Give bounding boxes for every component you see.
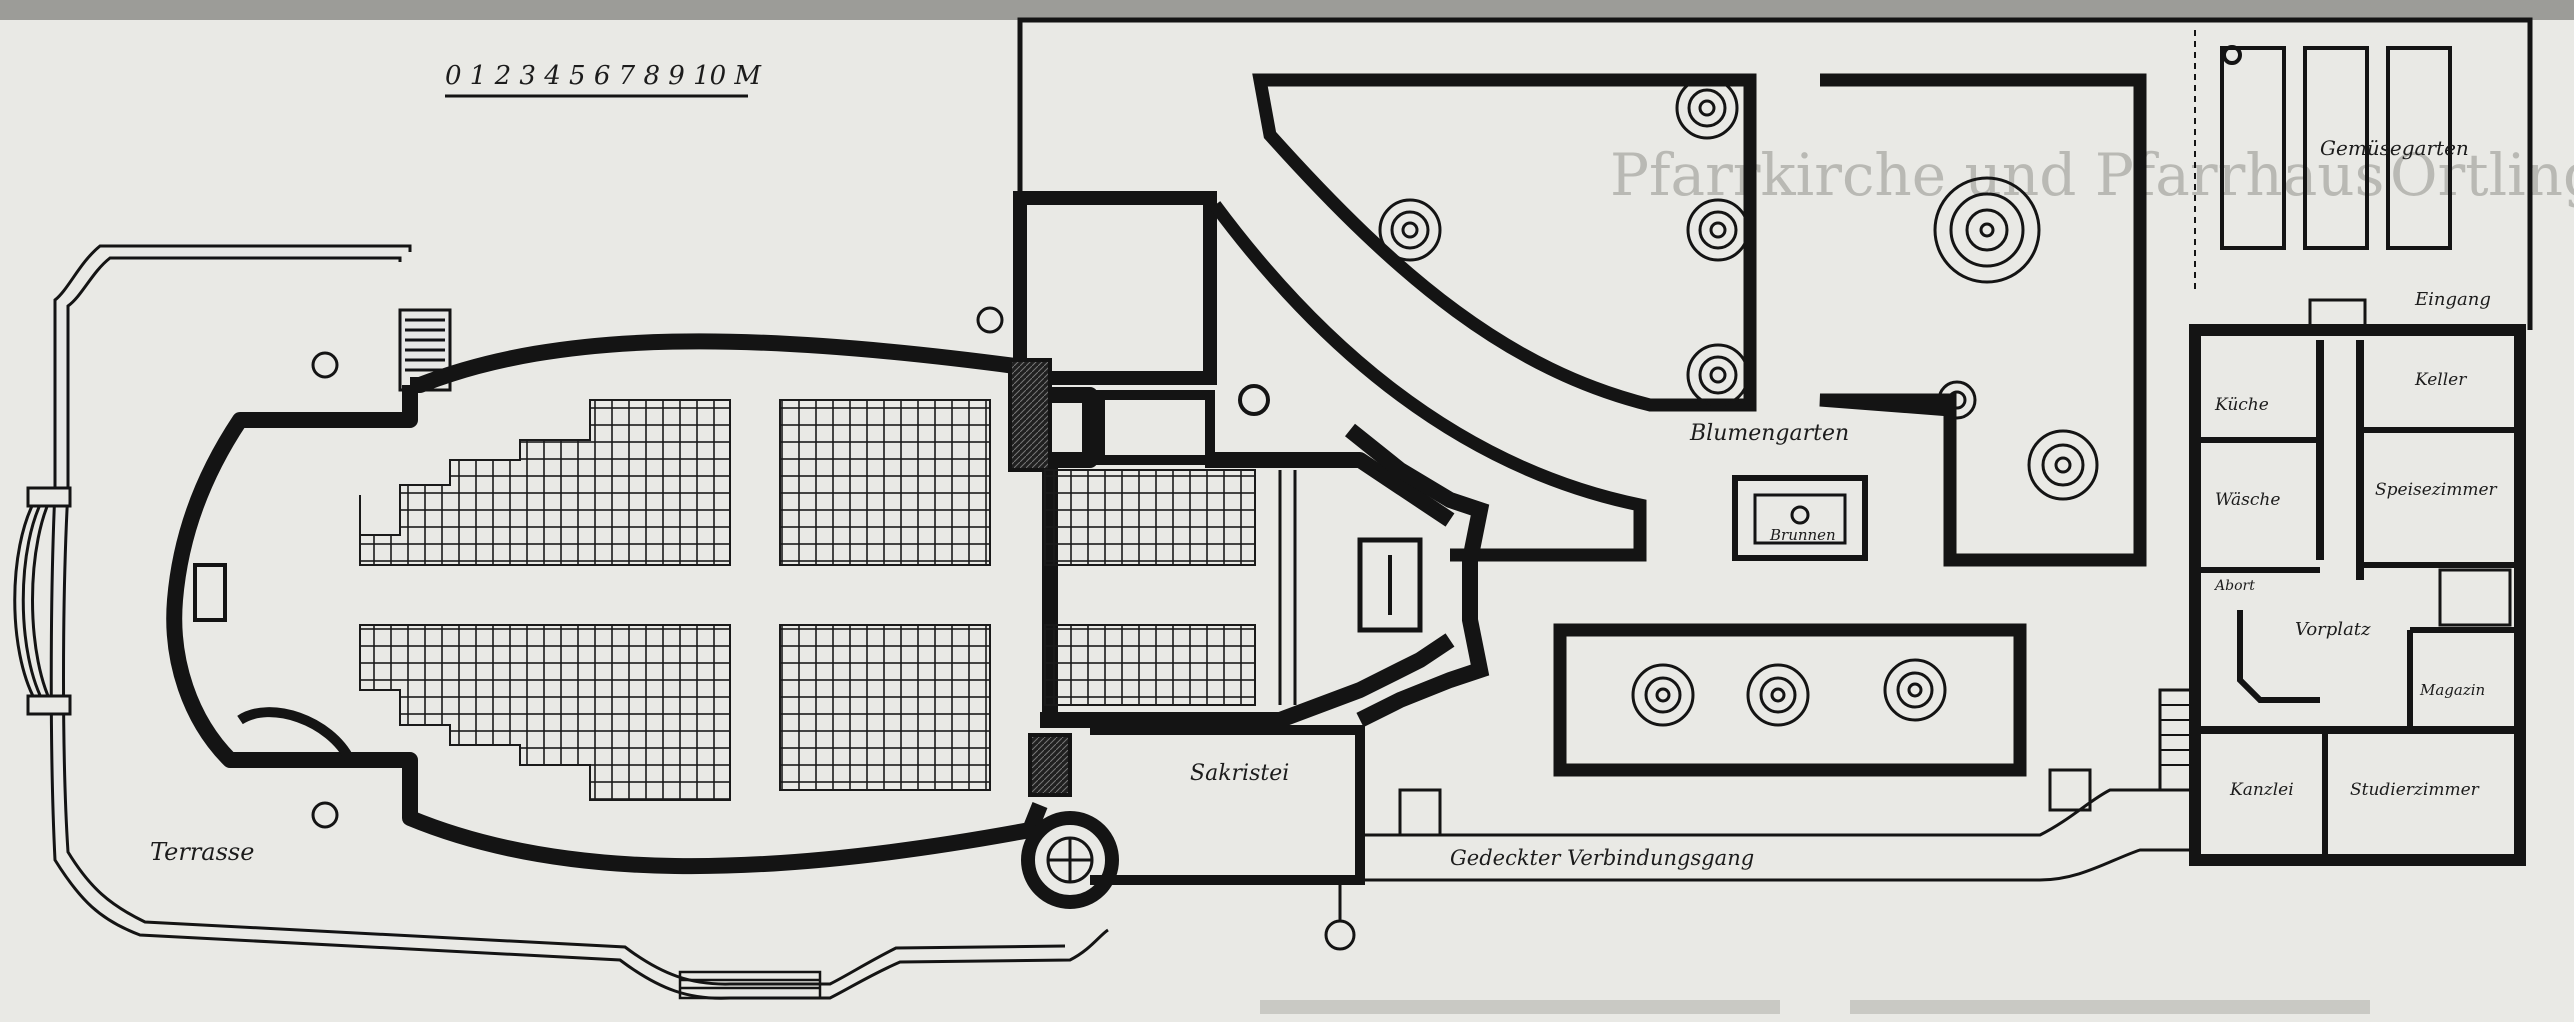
study-label: Studierzimmer [2350,780,2480,800]
bleed-through-bar [1260,1000,1780,1014]
pew-block-upper-left [359,399,731,566]
church-nave-walls [166,333,1455,875]
entrance-label: Eingang [2414,289,2491,310]
fountain: Brunnen [1732,475,1868,561]
storage-label: Magazin [2419,681,2485,699]
shrub [1933,176,2041,284]
kitchen-label: Küche [2214,395,2269,415]
bleed-through-bar [1850,1000,2370,1014]
pew-block-lower-middle [779,624,991,791]
shrub [1631,663,1695,727]
shrubs [1378,76,2099,727]
covered-corridor: Gedeckter Verbindungsgang [1324,768,2200,951]
flower-garden-label: Blumengarten [1689,421,1849,446]
rectory [2158,298,2526,866]
office-label: Kanzlei [2229,780,2294,800]
dining-room-label: Speisezimmer [2375,480,2498,500]
pew-block-lower-right [1044,624,1256,706]
fountain-label: Brunnen [1769,526,1836,544]
bleed-through-title: Pfarrkirche und Pfarrhaus [1610,141,2384,209]
vestibule-label: Vorplatz [2295,619,2371,640]
shrub [1378,198,1442,262]
bleed-through-right: Ortling [2390,141,2574,209]
choir-apse [1345,423,1490,728]
scale-bar: 0 1 2 3 4 5 6 7 8 9 10 M [445,61,762,98]
pews [359,399,1297,801]
garden-enclosure [1017,17,2533,330]
sacristy: Sakristei [1028,725,1365,885]
front-steps [678,970,822,1000]
left-stair-annex [193,308,452,829]
tower [976,191,1270,472]
vegetable-garden: Gemüsegarten [2194,30,2469,290]
large-garden-bed [1819,73,2147,567]
shrub [2027,429,2099,501]
pew-block-upper-middle [779,399,991,566]
pew-block-lower-left [359,624,731,801]
terrace-steps-left [13,486,72,716]
flower-garden-bed [1209,73,1757,562]
vegetable-garden-label: Gemüsegarten [2320,136,2469,160]
sacristy-label: Sakristei [1190,761,1289,786]
pantry-label: Keller [2414,370,2467,390]
pew-block-upper-right [1044,469,1256,566]
shrub [1686,343,1750,407]
shrub [1883,658,1947,722]
corridor-label: Gedeckter Verbindungsgang [1450,846,1754,870]
laundry-label: Wäsche [2215,490,2280,510]
terrace-label: Terrasse [150,838,254,866]
scale-bar-label: 0 1 2 3 4 5 6 7 8 9 10 M [445,61,762,91]
shrub [1675,76,1739,140]
shrub [1746,663,1810,727]
lower-garden-bed [1553,623,2027,777]
spiral-stair [1021,811,1119,909]
shrub [1686,198,1750,262]
top-edge-strip [0,0,2574,20]
small-room-label: Abort [2213,578,2255,594]
